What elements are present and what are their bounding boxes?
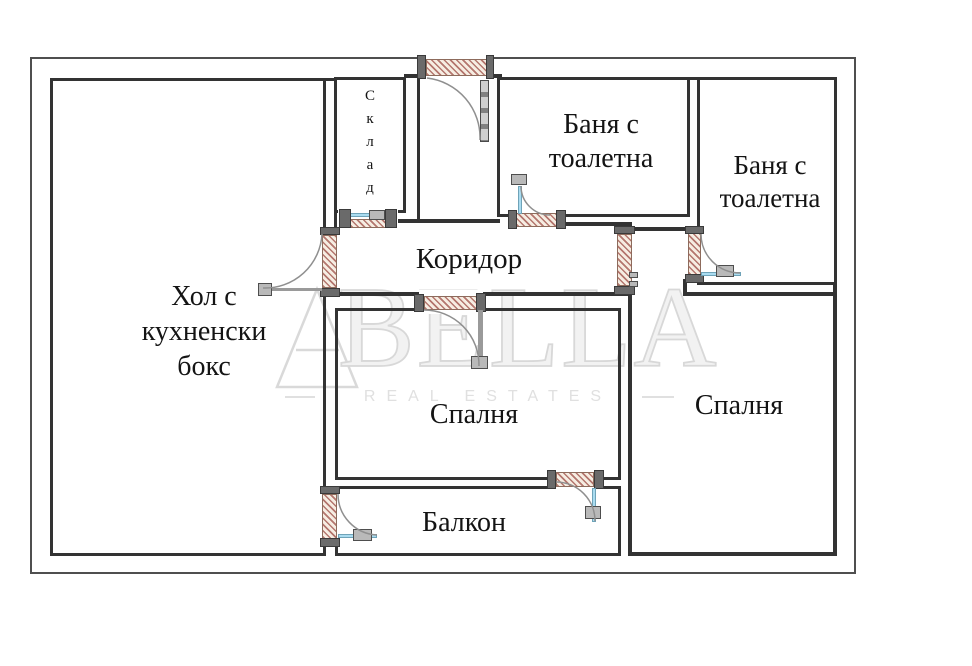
bedroom-balcony-door-handle xyxy=(585,506,601,519)
label-bath1-line2: тоалетна xyxy=(548,143,654,174)
corridor-bedroom-door-jamb-left xyxy=(414,294,424,312)
storage-door-slider xyxy=(369,210,385,220)
label-bath2-line1: Баня с xyxy=(733,150,807,180)
label-balcony: Балкон xyxy=(422,507,506,538)
corridor-end-door-jamb-top xyxy=(614,226,635,234)
label-bath1-line1: Баня с xyxy=(563,109,639,140)
storage-door-jamb-right xyxy=(385,209,397,228)
storage-door-jamb-left xyxy=(339,209,351,228)
bath2-door-hatch xyxy=(688,233,701,275)
label-bath2-line2: тоалетна xyxy=(719,183,821,213)
label-hall-line1: Хол с xyxy=(171,281,237,312)
corridor-bedroom-door-leaf xyxy=(478,310,483,368)
bath1-door-hatch xyxy=(516,213,558,227)
bath1-door-leaf xyxy=(518,186,522,214)
hall-door-jamb-bottom xyxy=(320,288,340,297)
storage-door-hatch xyxy=(350,219,386,228)
entrance-door-jamb-left xyxy=(417,55,426,79)
bedroom-balcony-door-jamb-left xyxy=(547,470,556,489)
watermark-dash-left xyxy=(285,396,315,398)
corridor-end-door-hatch xyxy=(617,234,632,286)
entrance-door-leaf xyxy=(480,80,489,142)
wall-bedroom-right-top xyxy=(683,292,837,296)
wall-storage-hall-connector xyxy=(334,213,337,229)
room-bath2 xyxy=(697,77,837,285)
wall-entrance-right-stub xyxy=(490,74,502,78)
balcony-left-door-jamb-top xyxy=(320,486,340,494)
room-bath1 xyxy=(497,77,690,217)
label-bath1: Баня с тоалетна xyxy=(511,108,691,176)
bath2-door-handle xyxy=(716,265,734,277)
wall-bedroom-right-left xyxy=(628,288,632,556)
label-hall-line3: бокс xyxy=(177,351,231,382)
wall-bath1-bath2-top-stub xyxy=(686,77,701,80)
bath1-door-jamb-left xyxy=(508,210,517,229)
entrance-door-hatch xyxy=(426,59,487,76)
bedroom-balcony-door-hatch xyxy=(556,472,594,487)
bath1-door-jamb-right xyxy=(556,210,566,229)
label-corridor: Коридор xyxy=(415,243,523,275)
wall-corridor-top-west xyxy=(397,219,500,223)
wall-bedroom-right-right xyxy=(833,285,837,556)
label-storage: Склад xyxy=(362,88,378,203)
bedroom-balcony-door-jamb-right xyxy=(594,470,604,489)
corridor-bedroom-door-handle xyxy=(471,356,488,369)
wall-entrance-left-stub xyxy=(404,74,420,78)
balcony-left-door-hatch xyxy=(322,494,337,539)
label-bath2: Баня с тоалетна xyxy=(690,149,850,215)
corridor-end-door-handle xyxy=(629,272,638,278)
wall-vestibule-left xyxy=(417,79,420,223)
corridor-end-door-hinge xyxy=(629,281,638,287)
hall-door-hatch xyxy=(322,235,337,288)
bath2-door-jamb-top xyxy=(685,226,704,234)
label-bedroom-right: Спалня xyxy=(694,390,784,421)
bath1-door-handle xyxy=(511,174,527,185)
entrance-door-jamb-right xyxy=(486,55,494,79)
bath2-door-jamb-bottom xyxy=(685,274,704,283)
corridor-end-door-jamb-bottom xyxy=(614,286,635,295)
label-hall-line2: кухненски xyxy=(141,316,267,347)
wall-vestibule2-top xyxy=(632,227,697,231)
balcony-left-door-jamb-bottom xyxy=(320,538,340,547)
watermark-dash-right xyxy=(642,396,674,398)
corridor-bedroom-door-hatch xyxy=(424,296,477,310)
balcony-left-door-handle xyxy=(353,529,372,541)
wall-hall-storage-top-stub xyxy=(324,78,336,81)
wall-corridor-top-east xyxy=(563,222,632,226)
wall-bath2-bedroom-stub xyxy=(683,279,687,294)
label-hall: Хол с кухненски бокс xyxy=(114,279,294,384)
label-bedroom-middle: Спалня xyxy=(429,399,519,430)
wall-bedroom-right-bottom xyxy=(628,552,837,556)
watermark-brand: BELLA xyxy=(337,264,719,391)
watermark-tagline: REAL ESTATES xyxy=(363,388,613,405)
hall-door-jamb-top xyxy=(320,227,340,235)
